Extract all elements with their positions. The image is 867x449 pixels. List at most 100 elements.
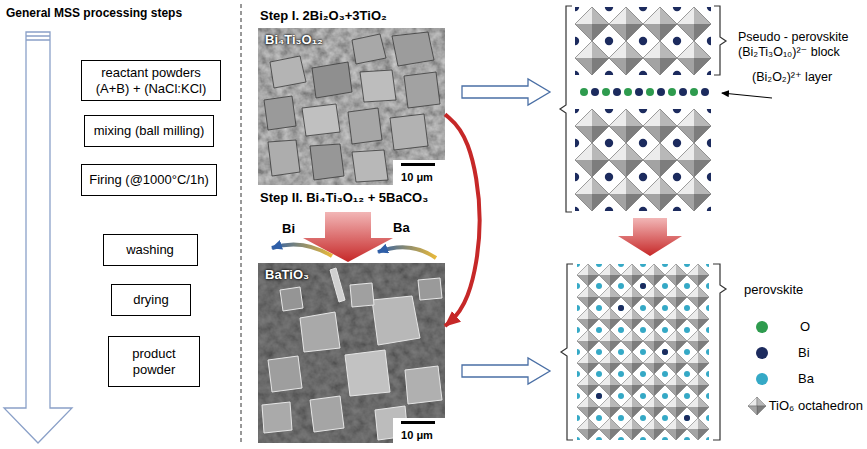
legend-swatch	[756, 373, 768, 385]
step-text: Firing (@1000°C/1h)	[89, 172, 209, 187]
scale-label: 10 μm	[395, 171, 439, 184]
circle-shape	[690, 88, 698, 96]
process-flow-arrow	[4, 32, 72, 443]
legend-swatch	[756, 321, 768, 333]
process-arrow: reactant powders (A+B) + (NaCl:KCl) mixin…	[0, 0, 236, 449]
circle-shape	[635, 88, 643, 96]
octahedron-facet	[748, 406, 757, 415]
circle-shape	[646, 88, 654, 96]
rect-shape	[575, 7, 711, 75]
polygon-shape	[392, 32, 434, 66]
path-shape	[713, 264, 726, 440]
polygon-shape	[348, 108, 382, 144]
process-box: product powder	[108, 336, 200, 387]
circle-shape	[591, 88, 599, 96]
legend-swatch	[756, 347, 768, 359]
rect-shape	[258, 263, 445, 443]
rect-shape	[258, 263, 445, 443]
circle-shape	[679, 88, 687, 96]
ba-in-arrow	[378, 247, 436, 258]
polygon-shape	[300, 312, 340, 352]
path-shape	[26, 36, 50, 40]
scale-label: 10 μm	[395, 429, 439, 442]
circle-shape	[662, 349, 668, 355]
polygon-shape	[270, 56, 306, 88]
polygon-shape	[268, 356, 302, 392]
circle-shape	[602, 88, 610, 96]
octahedron-facet	[757, 406, 766, 415]
process-box: washing	[103, 234, 198, 266]
octahedron-facet	[748, 397, 757, 406]
polygon-shape	[268, 140, 300, 176]
process-box: mixing (ball milling)	[84, 115, 214, 147]
panel-title: General MSS processing steps	[6, 6, 182, 20]
path-shape	[561, 264, 573, 440]
perovskite-structure	[561, 264, 726, 440]
transformation-arrow	[618, 218, 682, 256]
sem-micrograph	[258, 28, 445, 185]
octahedron-symbol	[748, 397, 766, 415]
polygon-shape	[418, 278, 442, 300]
phase-label: BaTiO₃	[265, 267, 309, 282]
g-shape	[262, 268, 442, 440]
polygon-shape	[262, 402, 292, 433]
sem-micrograph	[258, 263, 445, 443]
element-label: Ba	[393, 220, 410, 236]
circle-shape	[684, 415, 690, 421]
structure-label: perovskite	[744, 282, 803, 298]
legend-text: Bi	[798, 344, 810, 362]
path-shape	[560, 6, 572, 212]
step-text: drying	[133, 292, 168, 307]
circle-shape	[640, 283, 646, 289]
legend-text: TiO₆ octahedron	[769, 397, 863, 415]
structure-label: Pseudo - perovskite (Bi₂Ti₃O₁₀)²⁻ block	[738, 30, 862, 60]
legend-text: Ba	[798, 370, 814, 388]
polygon-shape	[345, 350, 390, 396]
circle-shape	[618, 305, 624, 311]
polygon-shape	[280, 287, 303, 311]
rect-shape	[401, 163, 435, 166]
polygon-shape	[264, 96, 296, 130]
hollow-arrow	[462, 358, 550, 384]
polygon-shape	[405, 366, 442, 404]
step-text: washing	[126, 242, 174, 257]
circle-shape	[701, 88, 709, 96]
step-text: reactant powders (A+B) + (NaCl:KCl)	[96, 65, 207, 96]
polygon-shape	[350, 283, 374, 307]
octahedron-facet	[757, 397, 766, 406]
polygon-shape	[390, 114, 428, 150]
polygon-shape	[330, 268, 345, 302]
sem-image: BaTiO₃ 10 μm	[258, 263, 445, 443]
rect-shape	[393, 160, 445, 185]
edge-group	[445, 114, 480, 326]
divider-line	[241, 4, 242, 445]
bi2o2-layer	[580, 88, 709, 96]
polygon-shape	[404, 72, 440, 108]
polygon-shape	[310, 396, 344, 432]
sem-image: Bi₄Ti₃O₁₂10 μm	[258, 28, 445, 185]
circle-shape	[657, 88, 665, 96]
polygon-shape	[352, 150, 388, 182]
circle-shape	[613, 88, 621, 96]
polygon-shape	[310, 144, 344, 180]
process-box: reactant powders (A+B) + (NaCl:KCl)	[81, 60, 221, 101]
rect-shape	[258, 28, 445, 185]
step-text: mixing (ball milling)	[94, 123, 205, 138]
path-shape	[4, 32, 72, 443]
bi-out-arrow	[272, 244, 332, 256]
legend-text: O	[800, 318, 810, 336]
line-shape	[722, 93, 772, 98]
rect-shape	[577, 264, 709, 440]
polygon-shape	[360, 70, 396, 102]
reaction-arrow	[303, 212, 393, 262]
polygon-shape	[352, 34, 386, 64]
process-box: drying	[111, 284, 191, 316]
g-shape	[264, 32, 440, 182]
step-label: Step II. Bi₄Ti₃O₁₂ + 5BaCO₃	[260, 190, 428, 206]
circle-shape	[596, 393, 602, 399]
rect-shape	[258, 28, 445, 185]
circle-shape	[668, 88, 676, 96]
